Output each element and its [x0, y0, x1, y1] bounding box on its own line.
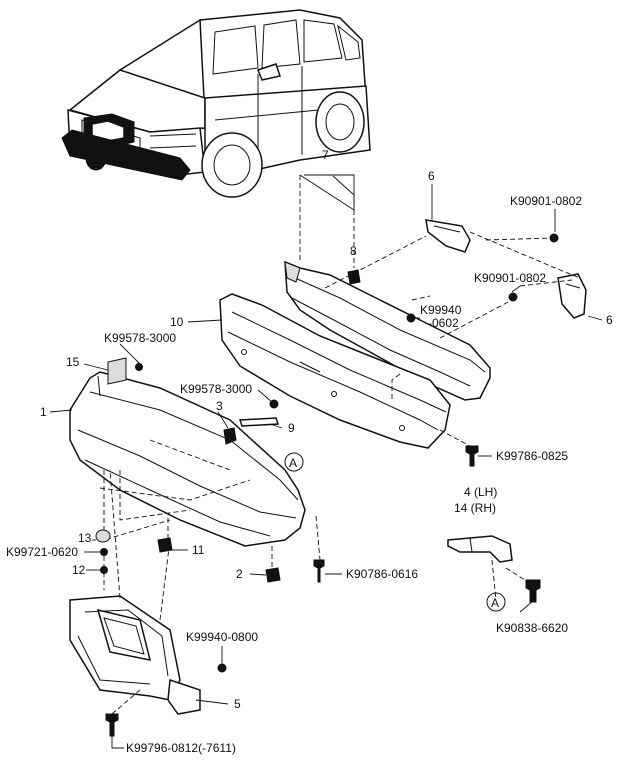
label-k99940-line1: K99940	[420, 303, 462, 317]
guard-bar	[69, 469, 227, 737]
ref-label-a2: A	[491, 596, 499, 610]
side-bracket	[447, 535, 541, 603]
label-k90901-upper: K90901-0802	[510, 194, 582, 208]
label-k99578-upper: K99578-3000	[104, 331, 176, 345]
label-k90901-mid: K90901-0802	[474, 271, 546, 285]
label-k99940-line2: -0602	[428, 316, 459, 330]
label-part-10: 10	[170, 315, 184, 329]
label-part-12: 12	[72, 563, 86, 577]
ref-circle-a2	[486, 592, 506, 612]
label-part-6-lower: 6	[606, 313, 613, 327]
bumper-assembly-upper	[284, 175, 587, 401]
ref-label-a1: A	[289, 456, 297, 470]
label-k99796: K99796-0812(-7611)	[126, 741, 236, 755]
reinforcement-beam	[219, 293, 451, 449]
label-part-11: 11	[192, 543, 205, 557]
label-part-1: 1	[40, 405, 47, 419]
label-part-15: 15	[66, 355, 80, 369]
leader-lines	[49, 174, 603, 749]
label-part-5: 5	[234, 697, 241, 711]
label-part-13: 13	[78, 531, 92, 545]
ref-circle-a1	[284, 452, 304, 472]
label-part-3: 3	[216, 399, 223, 413]
label-k90786: K90786-0616	[346, 567, 418, 581]
label-k90838: K90838-6620	[496, 621, 568, 635]
label-part-9: 9	[288, 421, 295, 435]
callout-labels: 7 6 K90901-0802 8 K90901-0802 K99940 -06…	[6, 148, 613, 755]
label-k99940-0800: K99940-0800	[186, 630, 258, 644]
label-part-6-upper: 6	[428, 169, 435, 183]
label-part-7: 7	[322, 148, 329, 162]
label-part-2: 2	[236, 567, 243, 581]
label-k99786: K99786-0825	[496, 449, 568, 463]
label-part-14-rh: 14 (RH)	[454, 501, 496, 515]
label-k99721: K99721-0620	[6, 545, 78, 559]
front-bumper-cover	[69, 357, 479, 590]
vehicle-illustration	[61, 9, 371, 198]
label-part-4-lh: 4 (LH)	[464, 485, 497, 499]
label-part-8: 8	[350, 244, 357, 258]
label-k99578-lower: K99578-3000	[180, 382, 252, 396]
